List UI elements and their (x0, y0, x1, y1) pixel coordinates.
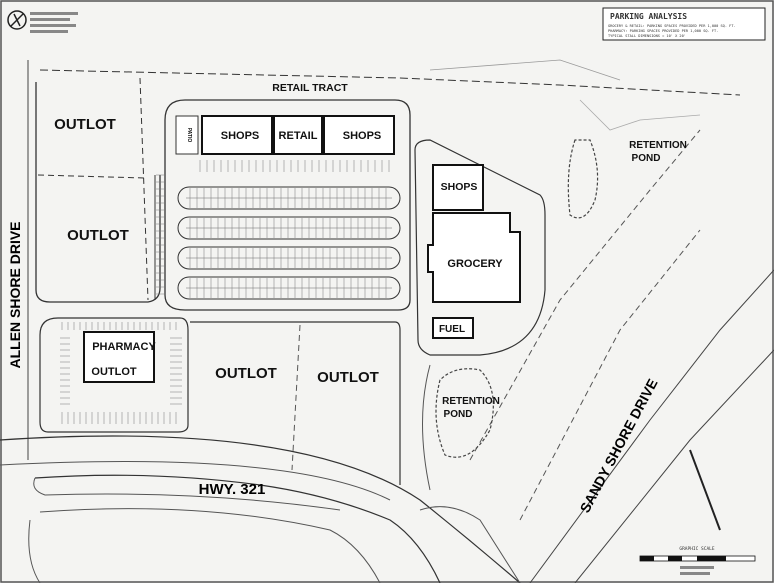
retention-pond-s-label-1: RETENTION (442, 396, 500, 407)
shops-3-label: SHOPS (441, 181, 478, 193)
sandy-shore-drive-edge (529, 269, 774, 583)
pharmacy-parking (60, 322, 182, 424)
parking-field (156, 160, 401, 300)
grocery-building (427, 212, 521, 303)
contour-line (429, 59, 621, 81)
road-edge (419, 506, 521, 583)
allen-shore-drive-label: ALLEN SHORE DRIVE (7, 221, 23, 368)
pharmacy-parcel (39, 317, 189, 433)
retail-building (273, 115, 323, 155)
parking-analysis-heading: PARKING ANALYSIS (610, 12, 687, 21)
retail-tract-label: RETAIL TRACT (272, 82, 348, 94)
east-drive (414, 139, 546, 356)
pharmacy-building (83, 331, 155, 383)
outlot-nw-label: OUTLOT (54, 116, 116, 133)
pharmacy-label: PHARMACY (92, 341, 156, 353)
hwy-321-label: HWY. 321 (199, 481, 266, 498)
contour-line (579, 99, 701, 131)
hwy-321-median (33, 477, 341, 511)
outlot-w-label: OUTLOT (67, 227, 129, 244)
patio-label: PATIO (186, 128, 192, 143)
hwy-321-edge (0, 435, 521, 583)
parking-analysis-line-1: GROCERY & RETAIL: PARKING SPACES PROVIDE… (608, 24, 736, 28)
parking-row (177, 186, 401, 210)
retention-pond-s-label-2: POND (444, 409, 473, 420)
fuel-label: FUEL (439, 324, 465, 335)
outlot-divider (37, 174, 146, 179)
road-edge (39, 508, 381, 583)
parking-analysis-block: PARKING ANALYSIS GROCERY & RETAIL: PARKI… (602, 7, 766, 41)
stamp-text (30, 12, 78, 33)
retention-pond-ne-label-1: RETENTION (629, 140, 687, 151)
hwy-321-median (34, 474, 441, 583)
shops-2-label: SHOPS (343, 130, 382, 142)
south-outlot-divider (291, 324, 301, 471)
shops-building-1 (201, 115, 273, 155)
road-edge (28, 519, 41, 583)
fuel-building (432, 317, 474, 339)
south-outlot-boundary (190, 321, 401, 485)
tract-boundary (39, 69, 741, 96)
drive-edge (422, 364, 431, 491)
main-drive (164, 99, 411, 311)
parking-row (177, 276, 401, 300)
retention-pond-ne (567, 139, 599, 219)
shops-building-3 (432, 164, 484, 211)
property-line (519, 229, 701, 521)
pharmacy-outlot-label: OUTLOT (91, 366, 136, 378)
sandy-shore-drive-edge (574, 349, 774, 583)
parking-analysis-line-2: PHARMACY: PARKING SPACES PROVIDED PER 1,… (608, 29, 718, 33)
hwy-321-edge (0, 461, 391, 501)
graphic-scale-title: GRAPHIC SCALE (679, 546, 715, 552)
retention-pond-s (435, 368, 494, 458)
north-arrow-icon (7, 10, 27, 30)
shops-1-label: SHOPS (221, 130, 260, 142)
outlot-boundary (35, 82, 161, 303)
outlot-divider (139, 77, 149, 301)
outlot-s1-label: OUTLOT (215, 365, 277, 382)
property-line (469, 129, 701, 461)
access-road (689, 449, 721, 531)
parking-row (177, 216, 401, 240)
parking-analysis-line-3: TYPICAL STALL DIMENSIONS = 10' X 20' (608, 34, 686, 38)
graphic-scale: GRAPHIC SCALE (639, 546, 756, 575)
shops-building-2 (323, 115, 395, 155)
grocery-label: GROCERY (447, 258, 503, 270)
retail-label: RETAIL (279, 130, 318, 142)
outlot-s2-label: OUTLOT (317, 369, 379, 386)
retention-pond-ne-label-2: POND (632, 153, 661, 164)
parking-row (177, 246, 401, 270)
patio-area (175, 115, 199, 155)
